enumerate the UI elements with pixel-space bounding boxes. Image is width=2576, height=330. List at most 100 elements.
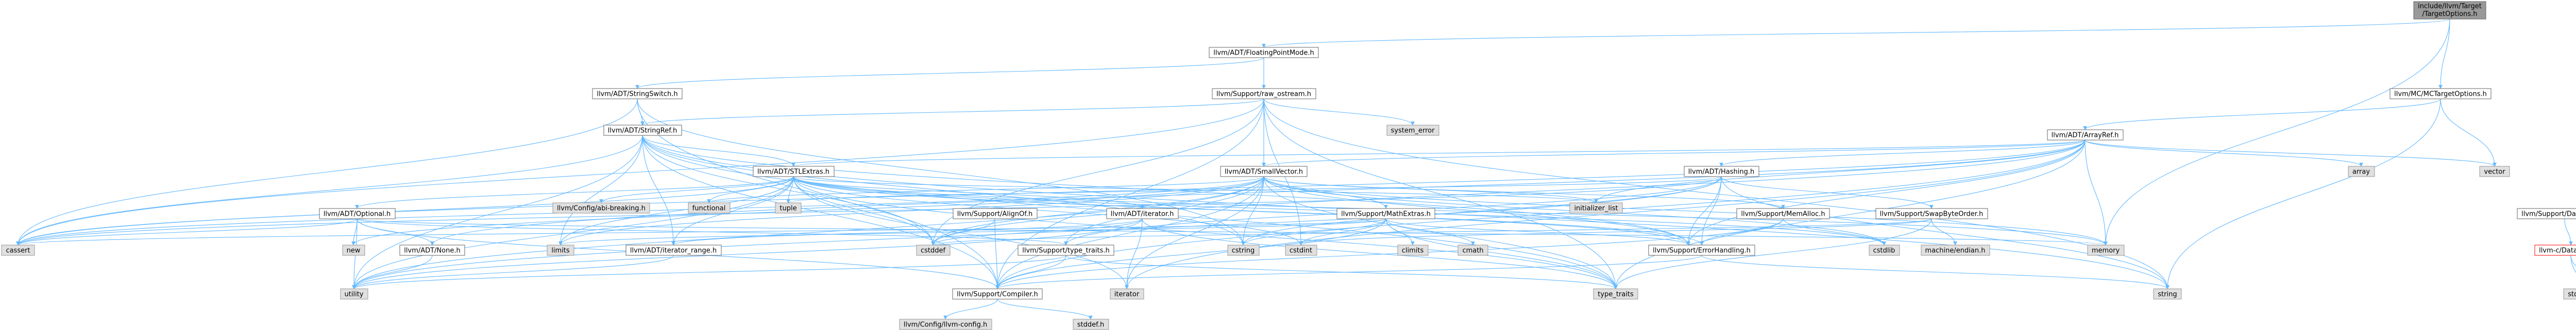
node-label: llvm/Support/MathExtras.h xyxy=(1341,211,1431,218)
node-label: llvm/MC/MCTargetOptions.h xyxy=(2394,91,2487,98)
edge-smallvector-to-compiler xyxy=(995,176,1264,289)
node-box xyxy=(1220,166,1308,177)
node-vector: vector xyxy=(2479,166,2510,177)
node-label: stddef.h xyxy=(1077,321,1104,329)
node-iterator[interactable]: llvm/ADT/iterator.h xyxy=(1106,208,1179,219)
edge-stlextras-to-optional xyxy=(355,176,794,209)
edge-stlextras-to-iterator xyxy=(793,176,1144,209)
node-stringswitch[interactable]: llvm/ADT/StringSwitch.h xyxy=(592,88,683,99)
node-errorhandling[interactable]: llvm/Support/ErrorHandling.h xyxy=(1648,245,1755,256)
node-mathextras[interactable]: llvm/Support/MathExtras.h xyxy=(1336,208,1435,219)
node-datatypes[interactable]: llvm/Support/DataTypes.h xyxy=(2517,208,2576,219)
edge-errorhandling-to-compiler xyxy=(995,255,1702,289)
edge-compiler-to-llvmconfig xyxy=(943,299,998,320)
node-label: limits xyxy=(551,247,570,255)
node-hashing[interactable]: llvm/ADT/Hashing.h xyxy=(1684,166,1759,177)
node-stringref[interactable]: llvm/ADT/StringRef.h xyxy=(603,125,682,136)
node-cstdint: cstdint xyxy=(1285,245,1317,256)
node-label: llvm/ADT/STLExtras.h xyxy=(757,168,829,176)
edge-smallvector-to-limits xyxy=(558,176,1264,246)
edge-stringref-to-compiler xyxy=(642,135,999,289)
edge-memalloc-to-errorhandling xyxy=(1700,218,1784,246)
edge-stringswitch-to-cstring xyxy=(637,98,1245,246)
node-cmath: cmath xyxy=(1458,245,1488,256)
node-box xyxy=(2563,288,2576,300)
node-label: llvm/Config/abi-breaking.h xyxy=(557,205,646,213)
edge-optional-to-memory xyxy=(357,218,2107,246)
node-label: llvm/Support/ErrorHandling.h xyxy=(1653,247,1751,255)
node-smallvector[interactable]: llvm/ADT/SmallVector.h xyxy=(1220,166,1308,177)
node-confdatabreak: llvm/Config/abi-breaking.h xyxy=(552,202,650,214)
node-initlist: initializer_list xyxy=(1569,202,1623,214)
node-box xyxy=(1018,245,1114,256)
edge-errorostream-to-cassert xyxy=(16,98,1264,246)
node-limits: limits xyxy=(547,245,574,256)
node-label: llvm/ADT/iterator_range.h xyxy=(630,247,717,255)
node-box xyxy=(625,245,722,256)
node-typetraits[interactable]: llvm/Support/type_traits.h xyxy=(1018,245,1114,256)
node-box xyxy=(2479,166,2510,177)
node-fpmode[interactable]: llvm/ADT/FloatingPointMode.h xyxy=(1209,47,1319,58)
edge-iterator-to-utility xyxy=(352,218,1143,289)
edge-mathextras-to-compiler xyxy=(995,218,1386,289)
node-none[interactable]: llvm/ADT/None.h xyxy=(399,245,465,256)
node-label: llvm/Support/type_traits.h xyxy=(1022,247,1110,255)
node-root[interactable]: include/llvm/Target/TargetOptions.h xyxy=(2413,1,2486,20)
edge-smallvector-to-memory xyxy=(1263,176,2108,246)
node-label: llvm/ADT/Hashing.h xyxy=(1688,168,1754,176)
node-machineendian: machine/endian.h xyxy=(1921,245,1990,256)
node-compiler[interactable]: llvm/Support/Compiler.h xyxy=(952,288,1043,300)
node-label: machine/endian.h xyxy=(1925,247,1986,255)
node-swapbyteorder[interactable]: llvm/Support/SwapByteOrder.h xyxy=(1875,208,1988,219)
edge-arrayref-to-initlist xyxy=(1594,140,2086,203)
edge-hashing-to-algorithm xyxy=(1686,176,1722,246)
node-array: array xyxy=(2348,166,2375,177)
node-memalloc[interactable]: llvm/Support/MemAlloc.h xyxy=(1736,208,1830,219)
node-arrayref[interactable]: llvm/ADT/ArrayRef.h xyxy=(2047,129,2124,141)
node-iterrange[interactable]: llvm/ADT/iterator_range.h xyxy=(625,245,722,256)
node-label: type_traits xyxy=(1598,291,1634,299)
node-label: llvm/ADT/StringRef.h xyxy=(608,127,677,135)
edge-mctarget-to-string xyxy=(2165,98,2441,289)
node-box xyxy=(2153,288,2182,300)
node-mctarget[interactable]: llvm/MC/MCTargetOptions.h xyxy=(2389,88,2492,99)
edge-smallvector-to-typetraitsstd xyxy=(1263,176,1618,289)
node-llvmconfig: llvm/Config/llvm-config.h xyxy=(899,319,992,330)
node-box xyxy=(1648,245,1755,256)
edge-errorostream-to-typetraitsstd xyxy=(1263,98,1618,289)
edge-typetraits-to-compiler xyxy=(995,255,1066,289)
node-box xyxy=(1073,319,1109,330)
edge-optional-to-cassert xyxy=(16,218,358,246)
node-cdatatypes[interactable]: llvm-c/DataTypes.h xyxy=(2534,245,2576,256)
edge-cdatatypes-to-inttypes xyxy=(2570,255,2576,267)
node-box xyxy=(2047,129,2124,141)
edge-hashing-to-utility xyxy=(352,176,1722,289)
edge-iterator-to-cstddef xyxy=(931,218,1143,246)
edge-datatypes-to-cdatatypes xyxy=(2564,218,2573,246)
node-box xyxy=(916,245,951,256)
node-errorostream[interactable]: llvm/Support/raw_ostream.h xyxy=(1212,88,1316,99)
node-stlextras[interactable]: llvm/ADT/STLExtras.h xyxy=(753,166,835,177)
node-box xyxy=(1212,88,1316,99)
node-label: llvm/Support/raw_ostream.h xyxy=(1216,91,1311,98)
node-label: llvm/ADT/SmallVector.h xyxy=(1225,168,1303,176)
edge-iterrange-to-utility xyxy=(352,255,674,289)
node-box xyxy=(547,245,574,256)
edge-smallvector-to-iteratorstd xyxy=(1125,176,1264,289)
node-alignof[interactable]: llvm/Support/AlignOf.h xyxy=(953,208,1038,219)
node-box xyxy=(753,166,835,177)
edge-compiler-to-stddef xyxy=(997,299,1093,320)
node-optional[interactable]: llvm/ADT/Optional.h xyxy=(319,208,396,219)
edge-stringref-to-cstring xyxy=(642,135,1245,246)
node-label: cassert xyxy=(6,247,30,255)
edge-stlextras-to-confdatabreak xyxy=(599,176,794,203)
node-typetraitsstd: type_traits xyxy=(1593,288,1638,300)
node-box xyxy=(1569,202,1623,214)
node-box xyxy=(2348,166,2375,177)
node-label: llvm/ADT/iterator.h xyxy=(1111,211,1174,218)
node-label: memory xyxy=(2092,247,2120,255)
node-functional: functional xyxy=(688,202,731,214)
edge-smallvector-to-cstring xyxy=(1241,176,1264,246)
